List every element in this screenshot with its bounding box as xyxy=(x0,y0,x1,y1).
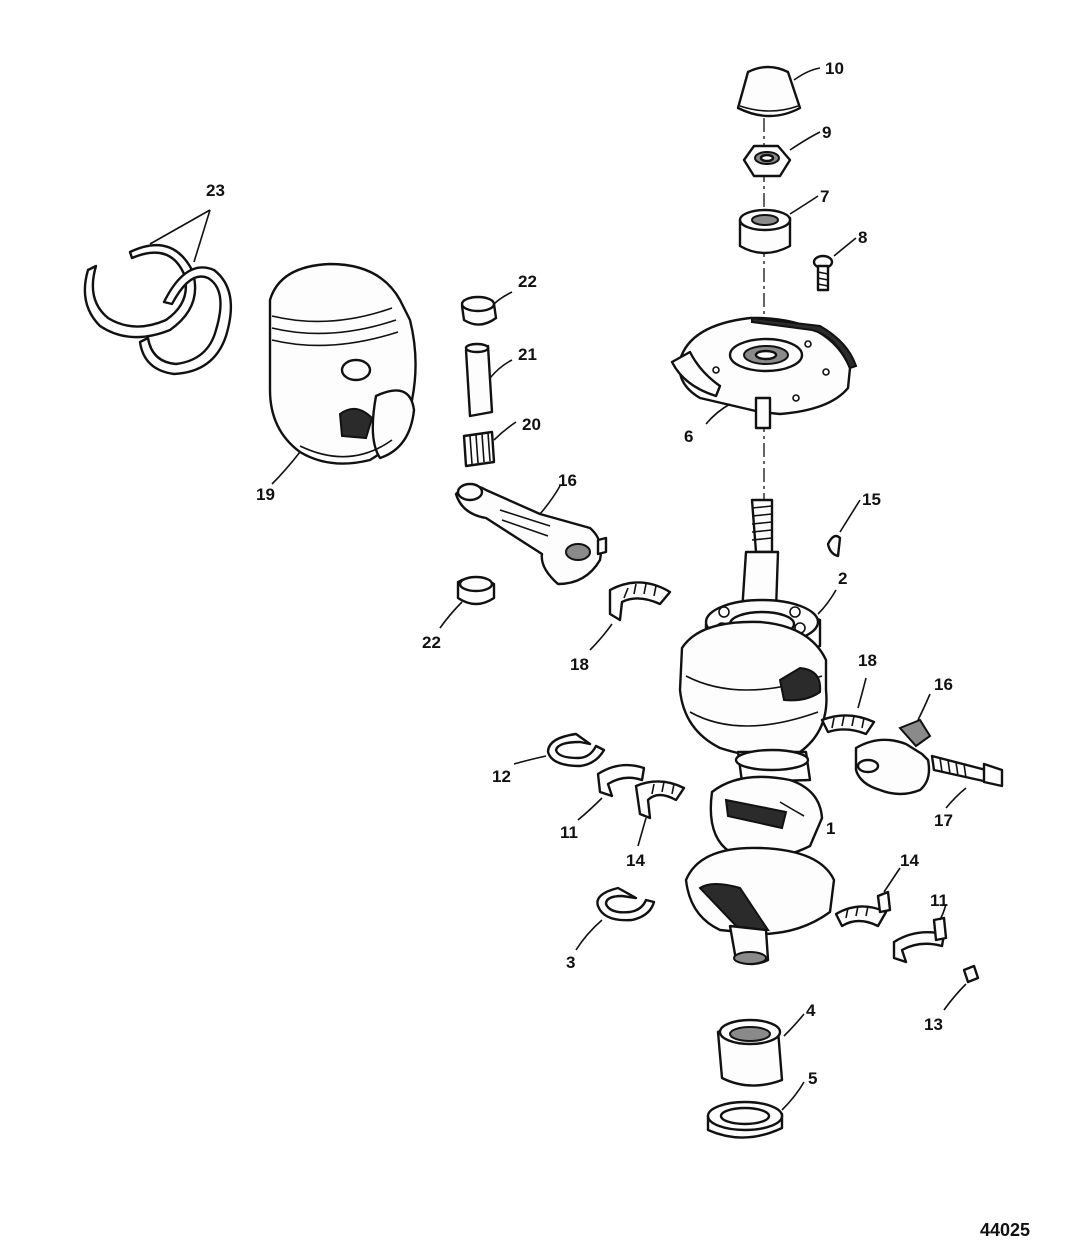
part-5-seal xyxy=(706,1100,784,1139)
callout-20: 20 xyxy=(522,415,541,434)
part-11-race-upper xyxy=(596,763,646,798)
part-14-needle-half-left xyxy=(634,780,686,820)
callout-15: 15 xyxy=(862,490,881,509)
drawing-number: 44025 xyxy=(980,1220,1030,1240)
part-8-screw xyxy=(812,254,834,292)
callout-21: 21 xyxy=(518,345,537,364)
callout-8: 8 xyxy=(858,228,867,247)
part-11-race-lower-right xyxy=(892,916,948,964)
part-20-needle-bearing xyxy=(462,430,496,468)
part-23-piston-rings xyxy=(83,244,233,376)
callout-12: 12 xyxy=(492,767,511,786)
part-3-retaining-ring xyxy=(596,886,656,922)
part-9-nut xyxy=(742,144,792,178)
callout-16-right: 16 xyxy=(934,675,953,694)
part-22-bushing-lower xyxy=(456,575,496,606)
callout-11-right: 11 xyxy=(930,891,948,910)
callout-10: 10 xyxy=(825,59,844,78)
part-1-crankshaft xyxy=(678,498,836,966)
part-18-needle-half-upper xyxy=(608,581,672,622)
callout-14-right: 14 xyxy=(900,851,919,870)
part-18-needle-half-right xyxy=(820,714,876,736)
part-16-connecting-rod xyxy=(454,482,608,586)
part-13-screw xyxy=(962,964,980,984)
leader-lines xyxy=(149,67,967,1111)
part-21-wrist-pin xyxy=(464,342,494,418)
callout-16-left: 16 xyxy=(558,471,577,490)
callout-2: 2 xyxy=(838,569,847,588)
part-14-needle-half-right xyxy=(834,890,892,928)
part-7-bearing xyxy=(738,208,792,255)
part-6-plate xyxy=(670,316,858,430)
callout-23: 23 xyxy=(206,181,225,200)
callout-9: 9 xyxy=(822,123,831,142)
part-16-rod-cap xyxy=(854,718,932,796)
part-22-bushing-upper xyxy=(460,295,498,326)
callout-14-left: 14 xyxy=(626,851,645,870)
callout-18-right: 18 xyxy=(858,651,877,670)
part-10-cap xyxy=(736,65,802,118)
callout-3: 3 xyxy=(566,953,575,972)
part-19-piston xyxy=(268,262,417,465)
part-12-retaining-ring xyxy=(546,732,606,768)
callout-1: 1 xyxy=(826,819,835,838)
callout-4: 4 xyxy=(806,1001,816,1020)
callout-22-lower: 22 xyxy=(422,633,441,652)
part-15-key xyxy=(826,534,842,558)
callout-5: 5 xyxy=(808,1069,817,1088)
part-17-bolt xyxy=(930,754,1004,788)
callout-7: 7 xyxy=(820,187,829,206)
callout-13: 13 xyxy=(924,1015,943,1034)
callout-22-upper: 22 xyxy=(518,272,537,291)
callout-6: 6 xyxy=(684,427,693,446)
callout-17: 17 xyxy=(934,811,953,830)
callout-18-left: 18 xyxy=(570,655,589,674)
callout-19: 19 xyxy=(256,485,275,504)
callout-11-left: 11 xyxy=(560,823,578,842)
part-4-needle-bearing xyxy=(716,1018,784,1087)
